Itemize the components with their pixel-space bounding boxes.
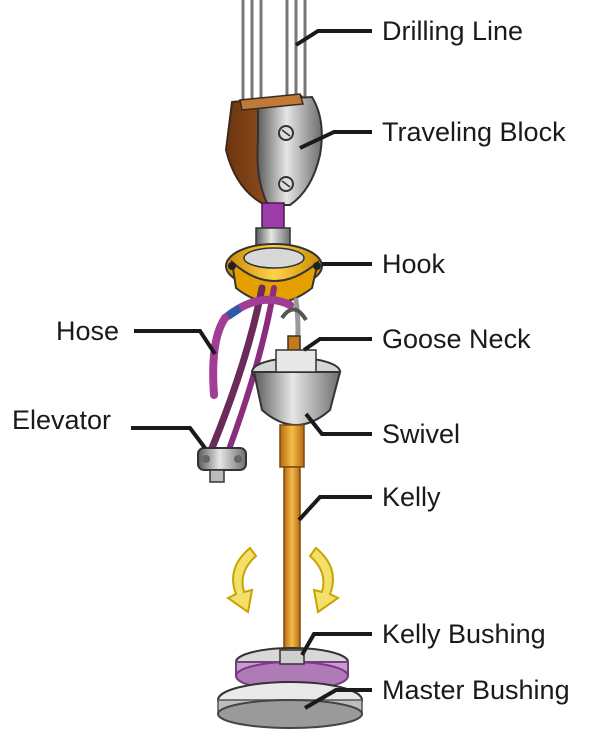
kelly <box>280 425 304 655</box>
label-goose-neck: Goose Neck <box>382 323 531 355</box>
leader-hose <box>134 331 215 354</box>
label-master-bushing: Master Bushing <box>382 674 570 706</box>
leader-elevator <box>131 428 205 448</box>
label-hook: Hook <box>382 248 445 280</box>
leader-goose-neck <box>304 339 372 350</box>
label-drilling-line: Drilling Line <box>382 15 523 47</box>
traveling-block <box>226 94 322 205</box>
rotation-arrows <box>228 548 338 612</box>
label-elevator: Elevator <box>12 404 111 436</box>
label-kelly-bushing: Kelly Bushing <box>382 618 546 650</box>
drilling-line <box>243 0 305 100</box>
label-hose: Hose <box>56 315 119 347</box>
leader-kelly <box>299 497 372 520</box>
leader-drilling-line <box>296 31 372 45</box>
label-swivel: Swivel <box>382 418 460 450</box>
elevator <box>198 448 246 482</box>
label-kelly: Kelly <box>382 481 441 513</box>
label-traveling-block: Traveling Block <box>382 116 566 148</box>
block-hook-link <box>262 203 284 229</box>
swivel <box>252 350 340 425</box>
